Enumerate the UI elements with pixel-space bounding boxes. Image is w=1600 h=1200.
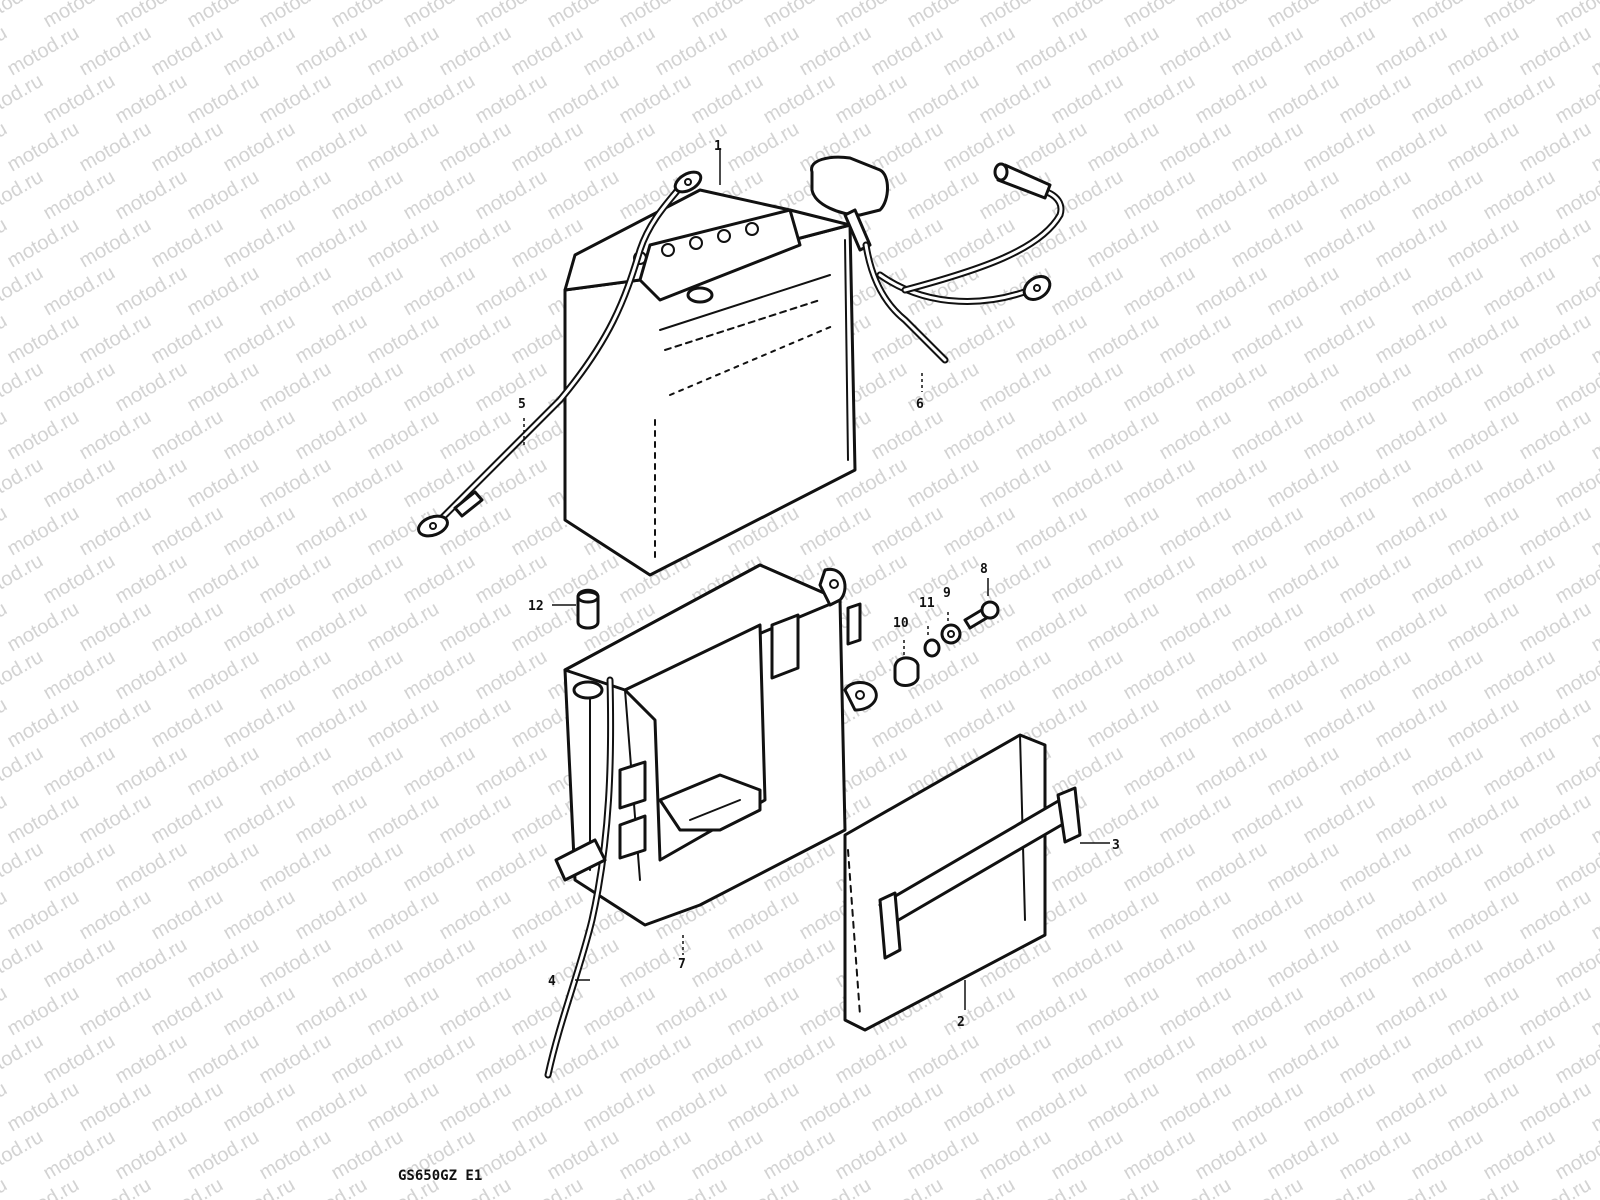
- callout-9: 9: [943, 586, 951, 601]
- callout-8: 8: [980, 562, 988, 577]
- callout-10: 10: [893, 616, 909, 631]
- callout-6: 6: [916, 397, 924, 412]
- callout-4: 4: [548, 974, 556, 989]
- cap-12: [576, 588, 600, 630]
- callout-12: 12: [528, 599, 544, 614]
- callout-5: 5: [518, 397, 526, 412]
- diagram-code: GS650GZ E1: [398, 1168, 482, 1184]
- callout-1: 1: [714, 139, 722, 154]
- callout-7: 7: [678, 957, 686, 972]
- callout-3: 3: [1112, 838, 1120, 853]
- battery-holder: [563, 563, 878, 927]
- fasteners: [893, 600, 1000, 687]
- battery-strap: [878, 786, 1082, 960]
- breather-tube: [544, 676, 615, 1079]
- negative-lead-wire: [417, 170, 703, 538]
- positive-lead-wire: [810, 155, 1065, 364]
- leader-lines: [523, 148, 1110, 1010]
- battery: [563, 188, 857, 577]
- callout-11: 11: [919, 596, 935, 611]
- callout-2: 2: [957, 1015, 965, 1030]
